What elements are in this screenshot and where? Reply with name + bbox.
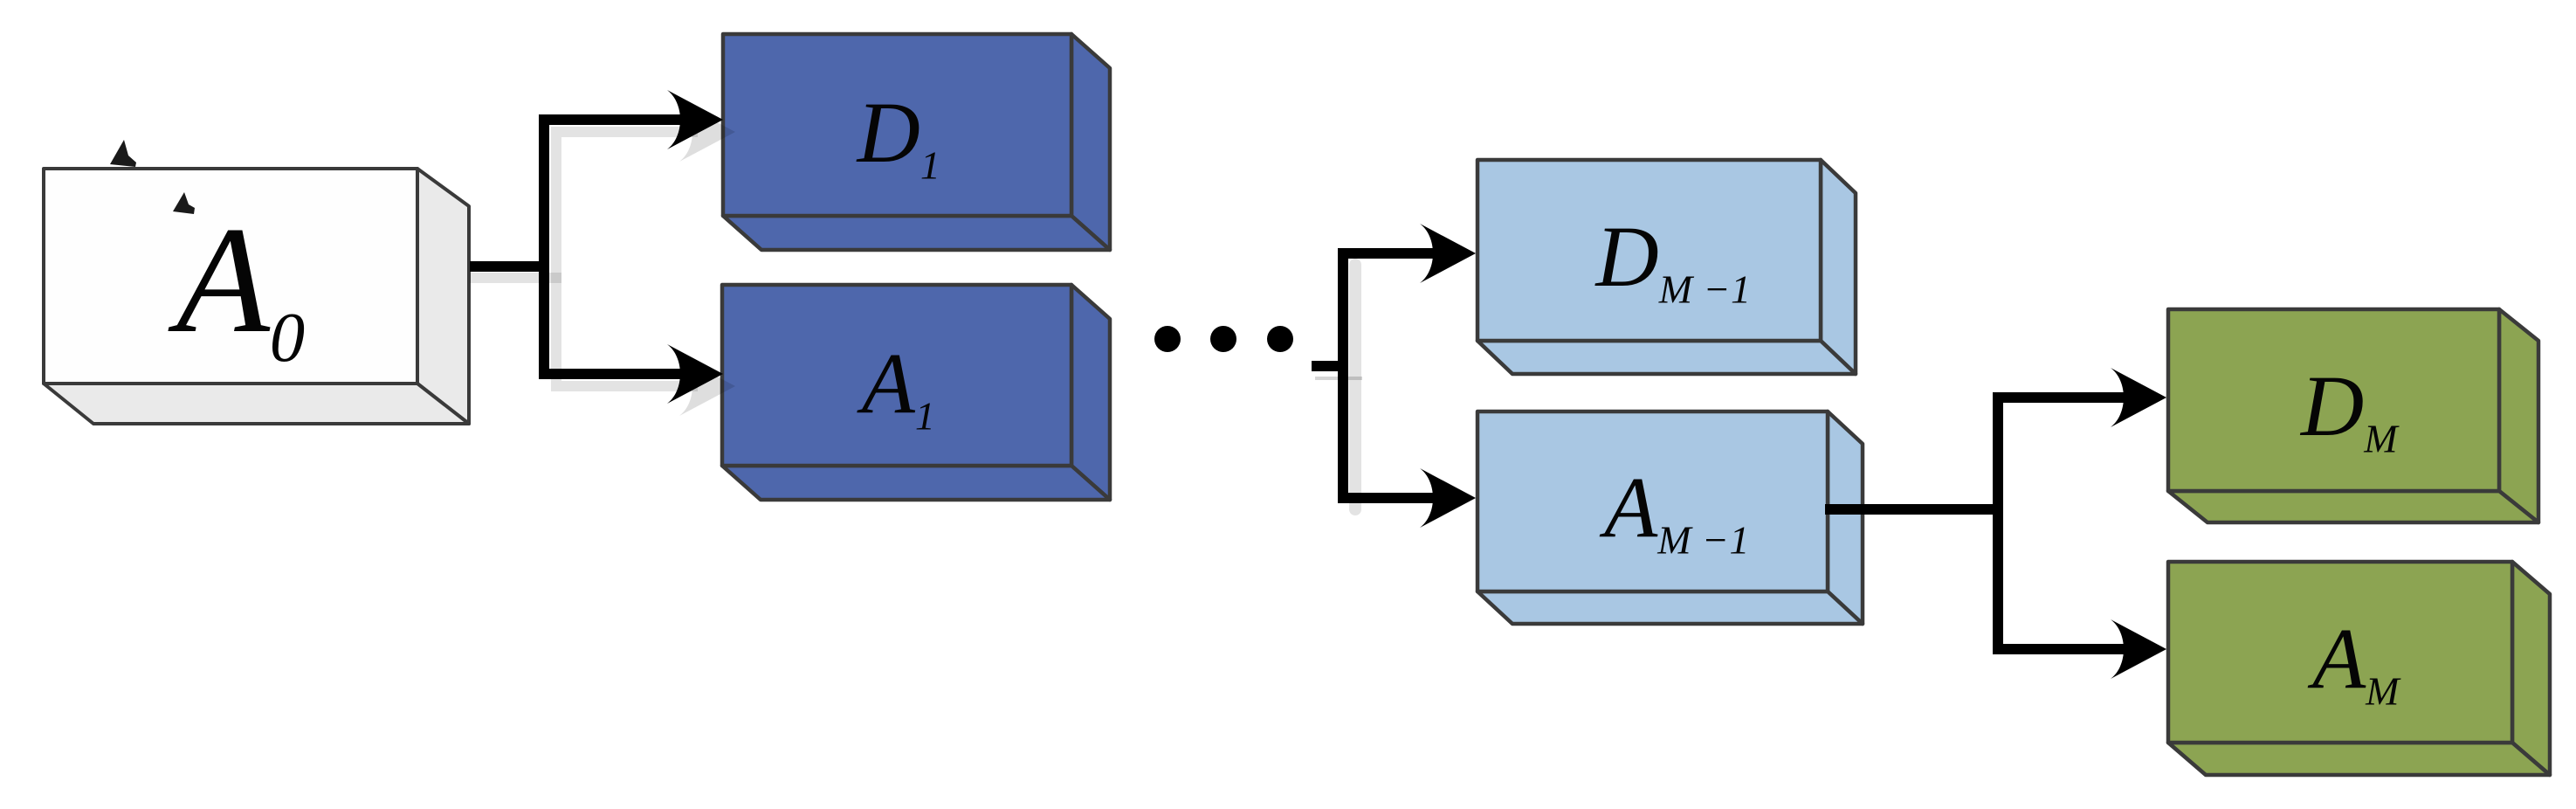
junction1-wires (470, 90, 723, 404)
split-line (1993, 392, 2131, 654)
box-a0-front-face (42, 167, 419, 385)
box-dm1 (1475, 157, 1858, 377)
arrowhead-to-d1 (667, 90, 723, 149)
arrowhead-to-am1 (1420, 468, 1476, 528)
box-dm-bottom-face (2166, 488, 2541, 525)
ink-specks (110, 140, 195, 214)
box-a1-front-face (720, 282, 1074, 468)
arrowhead-to-dm (2111, 368, 2166, 427)
box-am (2166, 559, 2552, 778)
box-d1 (720, 31, 1112, 252)
box-dm-front-face (2166, 307, 2502, 494)
ellipsis-dot (1154, 326, 1181, 352)
ellipsis-dot (1210, 326, 1236, 352)
ellipsis-dot (1267, 326, 1293, 352)
box-dm1-bottom-face (1475, 338, 1858, 377)
box-a1-bottom-face (720, 463, 1112, 502)
ink-speck (173, 192, 195, 214)
arrowhead-to-dm1 (1420, 224, 1476, 283)
box-dm1-front-face (1475, 157, 1823, 343)
box-a0 (42, 167, 471, 425)
box-am1 (1475, 409, 1865, 626)
box-d1-bottom-face (720, 213, 1112, 252)
box-dm1-side-face (1818, 157, 1858, 377)
junction2-wires (1312, 224, 1476, 528)
box-a0-side-face (416, 167, 471, 425)
arrowhead-to-am (2111, 619, 2166, 679)
box-am1-front-face (1475, 409, 1830, 594)
box-dm (2166, 307, 2541, 525)
split-line (539, 114, 685, 379)
box-am-side-face (2510, 559, 2552, 778)
box-am-bottom-face (2166, 740, 2552, 778)
split-line (1338, 248, 1440, 503)
ellipsis-dots (1154, 326, 1293, 352)
junction3-wires (1825, 368, 2166, 679)
shadow-line (551, 127, 698, 391)
box-d1-front-face (720, 31, 1074, 218)
box-a1 (720, 282, 1112, 502)
box-a0-bottom-face (42, 382, 471, 425)
box-am1-bottom-face (1475, 589, 1865, 626)
box-am-front-face (2166, 559, 2515, 745)
ink-speck (110, 140, 136, 167)
box-am1-side-face (1825, 409, 1865, 626)
box-dm-side-face (2497, 307, 2541, 525)
box-d1-side-face (1069, 31, 1112, 252)
box-a1-side-face (1069, 282, 1112, 502)
arrowhead-to-a1 (667, 344, 723, 404)
